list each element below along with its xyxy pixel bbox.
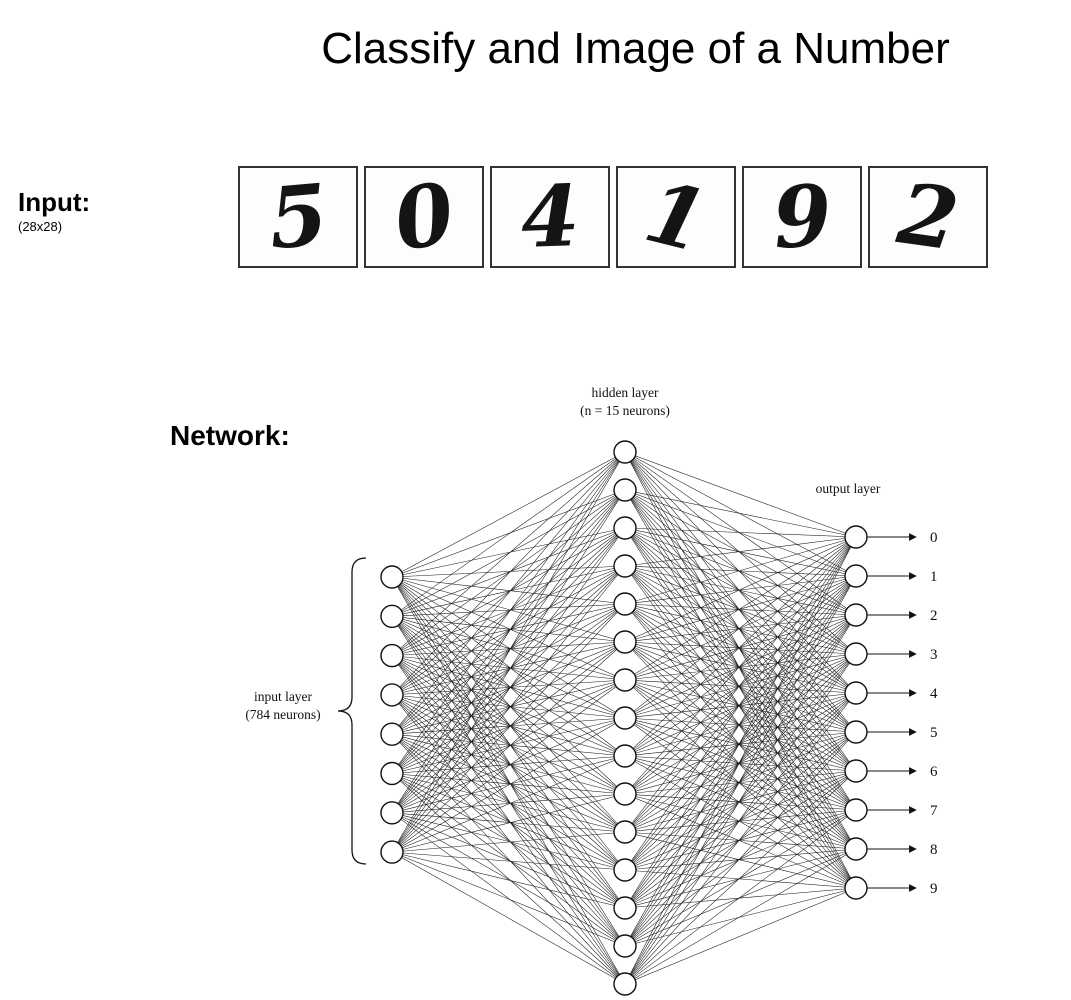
hidden-neuron bbox=[613, 820, 637, 844]
output-class-label: 8 bbox=[930, 842, 938, 858]
input-neuron bbox=[380, 722, 404, 746]
hidden-neuron bbox=[613, 668, 637, 692]
hidden-neuron bbox=[613, 630, 637, 654]
input-layer-caption-line2: (784 neurons) bbox=[245, 707, 321, 723]
hidden-neuron bbox=[613, 592, 637, 616]
hidden-neuron bbox=[613, 934, 637, 958]
output-neuron bbox=[844, 876, 868, 900]
output-class-label: 7 bbox=[930, 803, 938, 819]
input-size-label: (28x28) bbox=[18, 218, 63, 234]
hidden-neuron bbox=[613, 706, 637, 730]
input-neuron bbox=[380, 565, 404, 589]
input-layer-caption: input layer (784 neurons) bbox=[203, 688, 363, 724]
output-neuron bbox=[844, 837, 868, 861]
network-label: Network: bbox=[170, 420, 290, 451]
digit-image: 9 bbox=[742, 166, 862, 268]
hidden-neuron bbox=[613, 554, 637, 578]
output-neuron bbox=[844, 720, 868, 744]
hidden-neuron bbox=[613, 744, 637, 768]
input-neuron bbox=[380, 801, 404, 825]
output-neuron bbox=[844, 642, 868, 666]
input-neuron bbox=[380, 683, 404, 707]
output-class-label: 6 bbox=[930, 764, 938, 780]
hidden-layer-caption-line2: (n = 15 neurons) bbox=[580, 403, 670, 419]
hidden-layer-caption: hidden layer (n = 15 neurons) bbox=[525, 384, 725, 420]
connection-lines bbox=[391, 451, 857, 985]
hidden-neuron bbox=[613, 440, 637, 464]
output-class-label: 9 bbox=[930, 881, 938, 897]
output-layer-caption: output layer bbox=[815, 481, 881, 496]
hidden-neuron bbox=[613, 972, 637, 996]
output-class-label: 4 bbox=[930, 686, 938, 702]
output-neuron bbox=[844, 564, 868, 588]
digit-image: 1 bbox=[616, 166, 736, 268]
output-neuron bbox=[844, 759, 868, 783]
input-label-block: Input: (28x28) bbox=[18, 187, 91, 235]
output-class-label: 2 bbox=[930, 608, 938, 624]
slide-title: Classify and Image of a Number bbox=[321, 24, 950, 73]
output-neuron bbox=[844, 603, 868, 627]
digit-image: 0 bbox=[364, 166, 484, 268]
digit-image: 2 bbox=[868, 166, 988, 268]
output-neuron bbox=[844, 798, 868, 822]
digit-image: 5 bbox=[238, 166, 358, 268]
input-neuron bbox=[380, 840, 404, 864]
input-layer-brace bbox=[337, 557, 367, 865]
output-class-label: 0 bbox=[930, 530, 938, 546]
hidden-neuron bbox=[613, 516, 637, 540]
output-class-label: 1 bbox=[930, 569, 938, 585]
input-label: Input: bbox=[18, 187, 91, 217]
output-class-label: 3 bbox=[930, 647, 938, 663]
output-class-label: 5 bbox=[930, 725, 938, 741]
hidden-layer-caption-line1: hidden layer bbox=[591, 385, 659, 400]
input-neuron bbox=[380, 643, 404, 668]
input-neuron bbox=[380, 761, 404, 786]
hidden-neuron bbox=[613, 478, 637, 502]
input-neuron bbox=[380, 604, 404, 628]
hidden-neuron bbox=[613, 782, 637, 806]
digit-image: 4 bbox=[490, 166, 610, 268]
output-neuron bbox=[844, 681, 868, 705]
neuron-nodes bbox=[380, 440, 868, 996]
hidden-neuron bbox=[613, 896, 637, 920]
output-neuron bbox=[844, 525, 868, 549]
hidden-neuron bbox=[613, 858, 637, 882]
output-arrows: 0 1 2 3 4 5 6 7 8 9 bbox=[867, 530, 938, 897]
input-layer-caption-line1: input layer bbox=[253, 689, 313, 704]
